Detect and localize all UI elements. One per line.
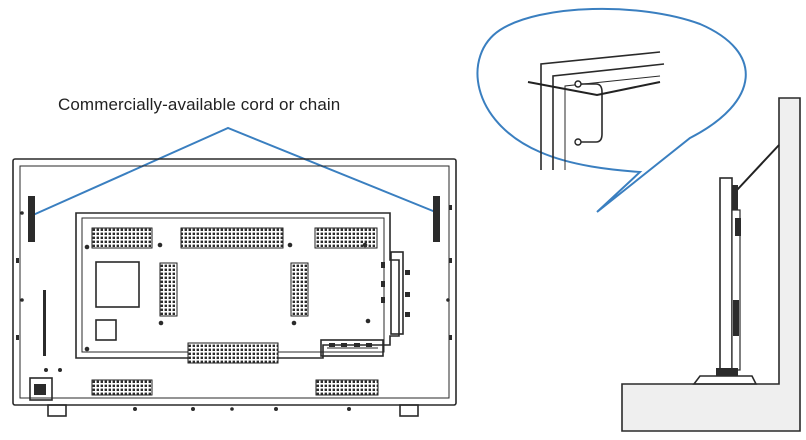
cord-side [736, 144, 780, 191]
right-handle [433, 196, 440, 242]
left-handle [28, 196, 35, 242]
power-inlet [29, 377, 53, 401]
tv-inner-frame [19, 165, 450, 399]
vent-grille [180, 227, 284, 249]
cord-callout-label: Commercially-available cord or chain [58, 95, 341, 114]
handle-zoom [578, 83, 603, 143]
screw-holes [20, 211, 450, 411]
tv-rear-view [12, 158, 457, 417]
tv-foot-left [47, 404, 67, 417]
side-view [621, 97, 801, 432]
vent-grille [314, 227, 378, 249]
bottom-connector-panel [320, 339, 384, 357]
zoom-callout-bubble [476, 7, 747, 213]
rating-label-plate [95, 261, 140, 308]
left-side-slot [43, 290, 46, 356]
wall-and-shelf [621, 97, 801, 432]
vent-grille [187, 342, 279, 364]
tv-outer-frame [12, 158, 457, 406]
side-connector-panel [390, 251, 404, 335]
callout-outline [476, 7, 747, 213]
vent-grille [159, 262, 178, 317]
cord-zoom [527, 81, 661, 97]
vent-grille [91, 227, 153, 249]
tv-foot-right [399, 404, 419, 417]
vent-grille [290, 262, 309, 317]
tv-side-profile [719, 177, 733, 373]
callout-lines [32, 126, 439, 216]
tv-stand-base [692, 375, 758, 385]
small-label-plate [95, 319, 117, 341]
vent-grille [315, 379, 379, 396]
vent-grille [91, 379, 153, 396]
side-handle [732, 185, 738, 210]
